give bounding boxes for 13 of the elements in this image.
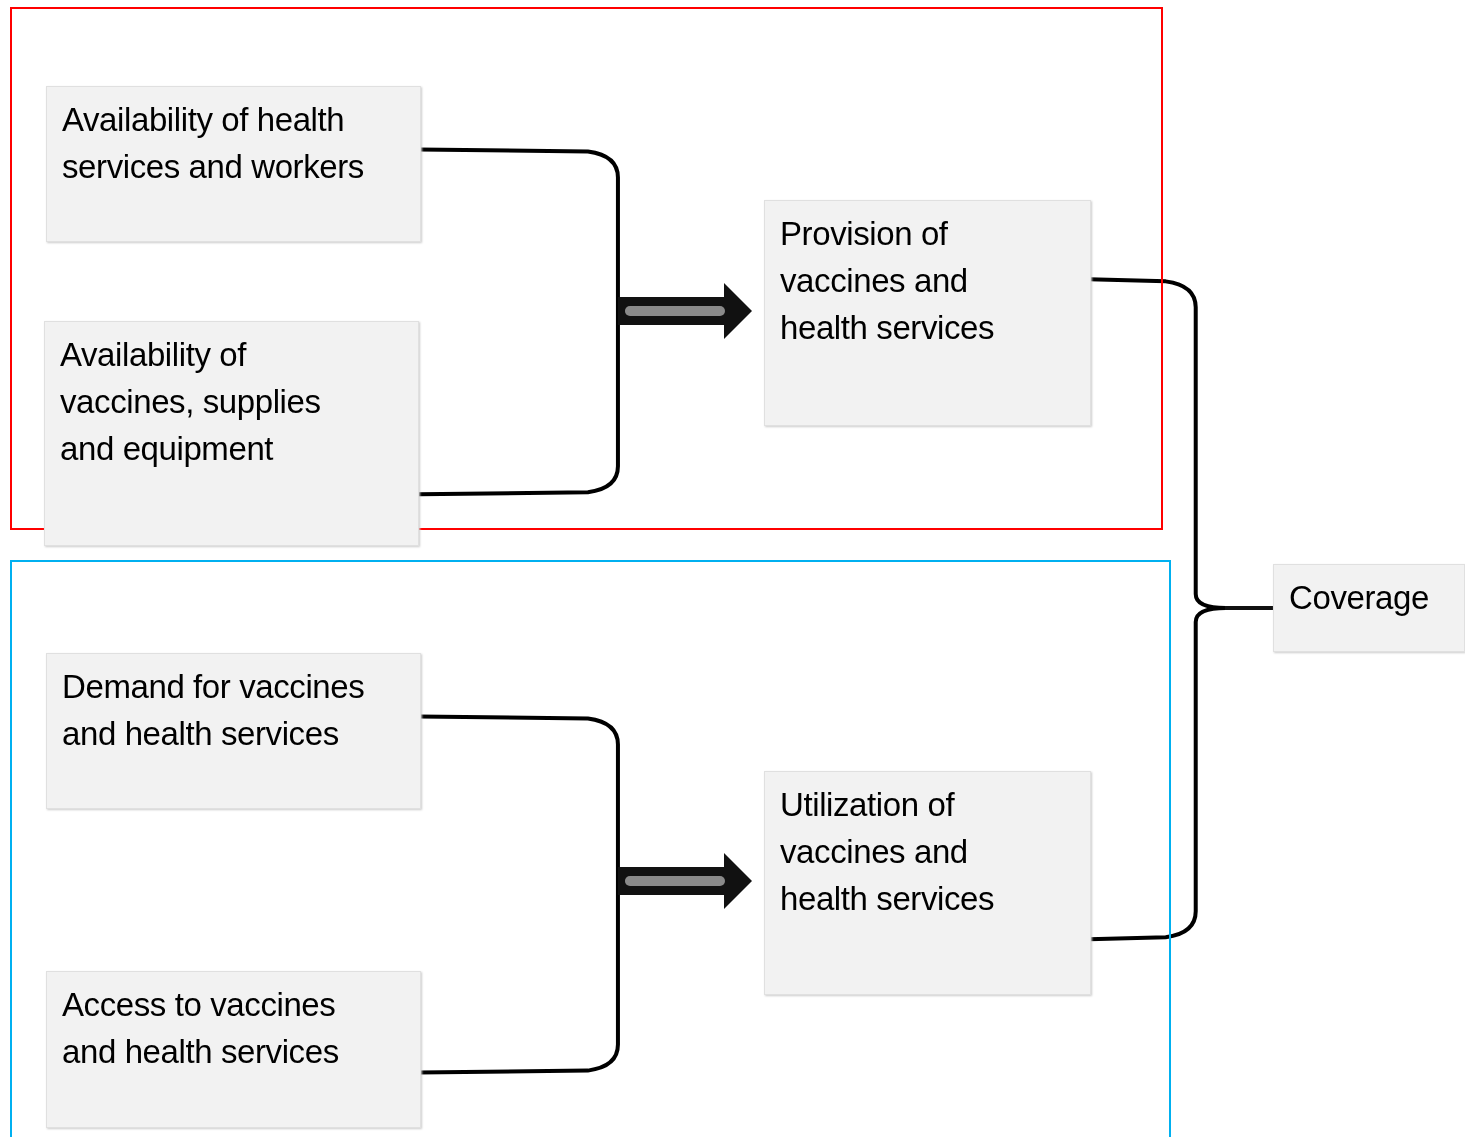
block-arrow xyxy=(617,283,752,339)
bracket-line xyxy=(418,311,620,497)
factor-box: Availability of health services and workers xyxy=(46,86,421,242)
factor-box: Access to vaccines and health services xyxy=(46,971,421,1128)
factor-box: Coverage xyxy=(1273,564,1465,652)
factor-box: Provision of vaccines and health services xyxy=(764,200,1091,426)
group-frame xyxy=(10,7,1163,530)
factor-box: Utilization of vaccines and health services xyxy=(764,771,1091,995)
factor-box: Demand for vaccines and health services xyxy=(46,653,421,809)
factor-box: Availability of vaccines, supplies and equipment xyxy=(44,321,419,546)
block-arrow xyxy=(617,853,752,909)
group-frame xyxy=(10,560,1171,1137)
connector-line xyxy=(1225,606,1273,610)
